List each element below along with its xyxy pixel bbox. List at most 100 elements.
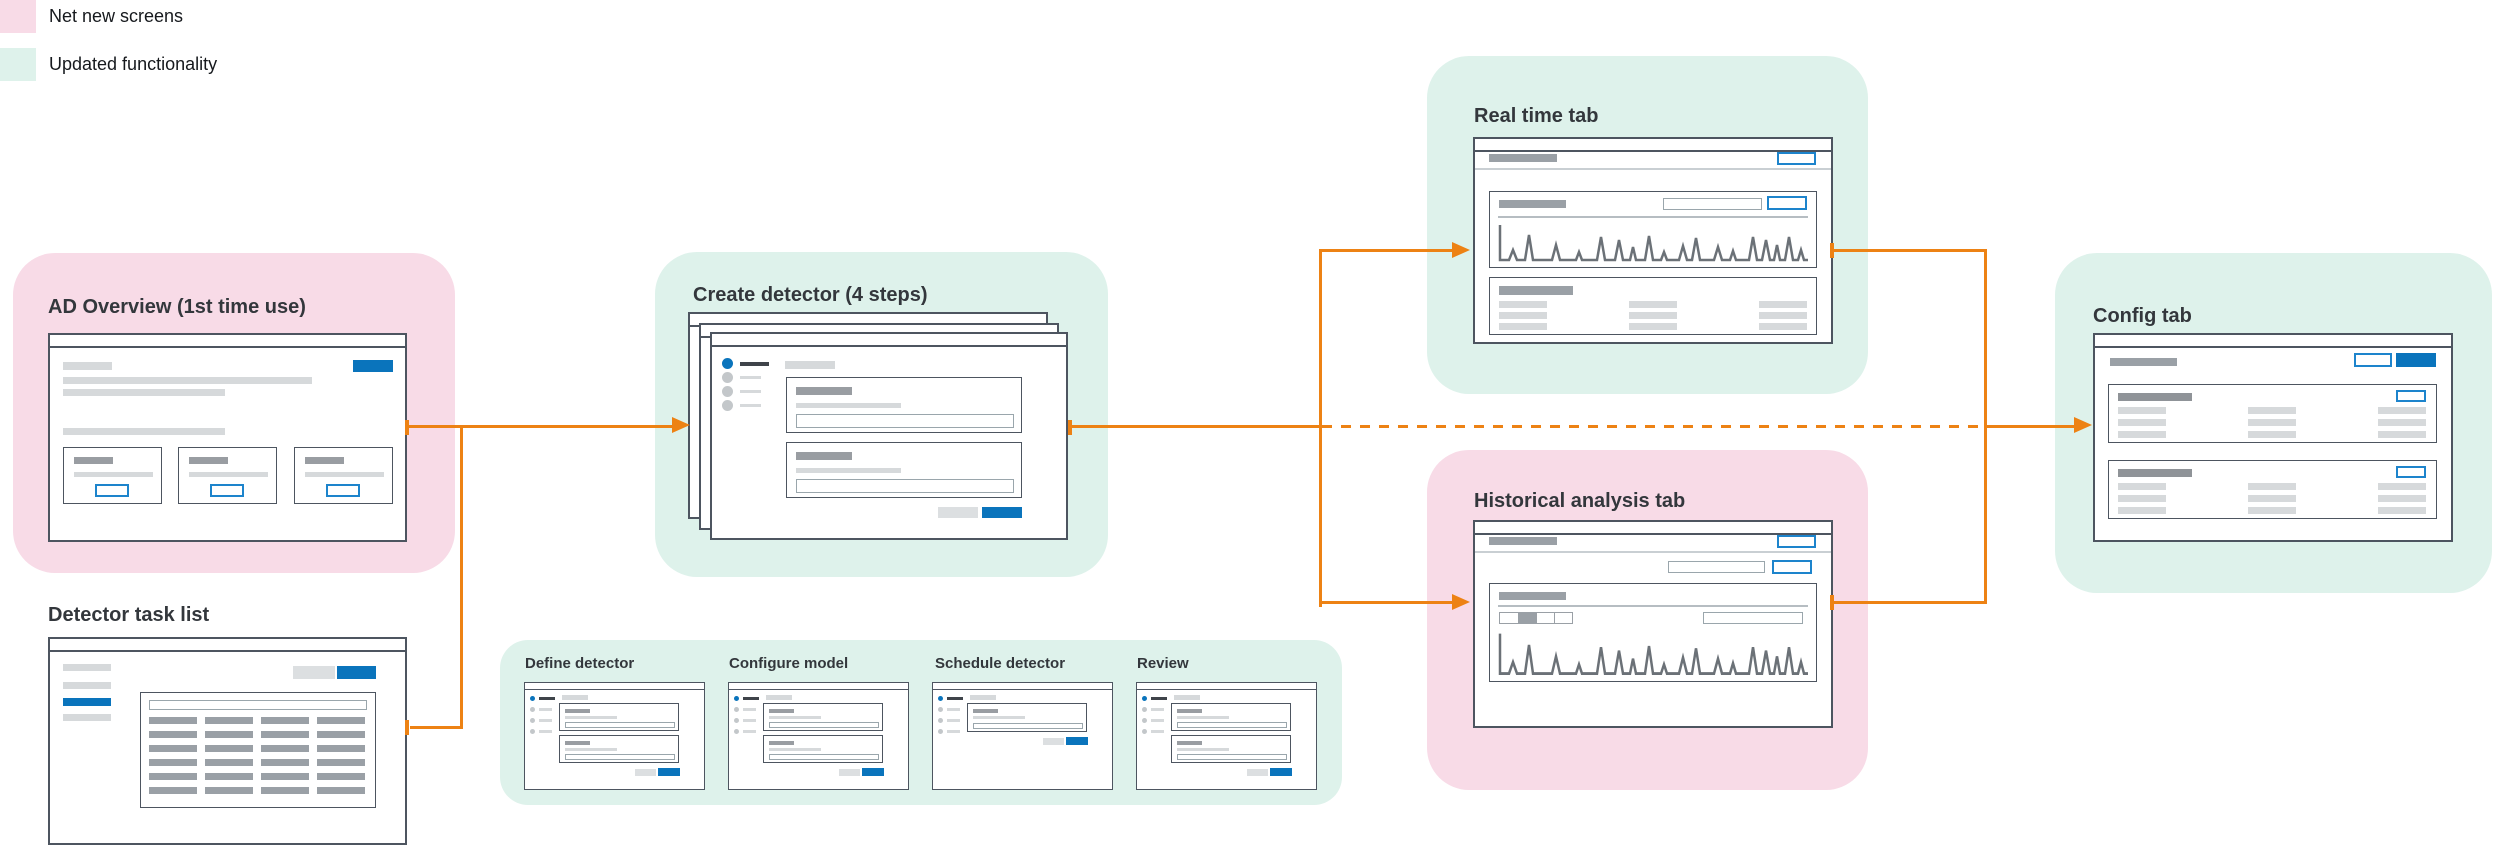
chart-panel xyxy=(1489,583,1817,682)
step-dot-icon xyxy=(722,358,733,369)
placeholder-bar xyxy=(1629,323,1677,330)
form-section-shape xyxy=(1171,703,1291,731)
segment-selected xyxy=(1518,613,1536,623)
wireframe-historical xyxy=(1473,520,1833,728)
placeholder-bar xyxy=(205,759,253,766)
placeholder-bar xyxy=(205,717,253,724)
placeholder-bar xyxy=(261,787,309,794)
placeholder-bar xyxy=(2118,495,2166,502)
card-shape xyxy=(63,447,162,504)
placeholder-bar xyxy=(970,695,996,700)
primary-button-shape xyxy=(353,360,393,372)
anomaly-chart xyxy=(1498,221,1810,263)
placeholder-bar xyxy=(1177,748,1229,751)
group-title-ad-overview: AD Overview (1st time use) xyxy=(48,296,306,318)
placeholder-bar xyxy=(261,745,309,752)
chart-panel xyxy=(1489,191,1817,268)
secondary-button-shape xyxy=(1777,152,1816,165)
primary-button-shape xyxy=(337,666,376,679)
input-field-shape xyxy=(565,722,675,728)
primary-button-shape xyxy=(2396,353,2436,367)
step-screen-title: Configure model xyxy=(729,655,849,672)
step-dot-icon xyxy=(938,696,943,701)
window-titlebar xyxy=(1475,139,1831,152)
form-section-shape xyxy=(559,703,679,731)
secondary-button-shape xyxy=(839,769,860,776)
placeholder-bar xyxy=(317,717,365,724)
window-titlebar xyxy=(729,683,908,690)
placeholder-bar xyxy=(1151,697,1167,700)
wireframe-review xyxy=(1136,682,1317,790)
step-item-active xyxy=(722,358,769,369)
placeholder-bar xyxy=(539,719,552,722)
sidebar-item-bar-active xyxy=(63,698,111,706)
arrowhead-icon xyxy=(1452,594,1470,610)
placeholder-bar xyxy=(740,361,769,366)
step-dot-icon xyxy=(722,400,733,411)
placeholder-bar xyxy=(1759,323,1807,330)
step-dot-icon xyxy=(530,707,535,712)
placeholder-bar xyxy=(1177,741,1202,745)
placeholder-bar xyxy=(796,403,901,408)
placeholder-bar xyxy=(205,773,253,780)
placeholder-bar xyxy=(740,376,761,379)
placeholder-bar xyxy=(2118,407,2166,414)
segment xyxy=(1500,613,1518,623)
arrowhead-icon xyxy=(672,417,690,433)
divider xyxy=(1475,168,1831,170)
form-section-shape xyxy=(967,703,1087,732)
placeholder-bar xyxy=(2118,469,2192,477)
placeholder-bar xyxy=(261,717,309,724)
placeholder-bar xyxy=(785,361,835,369)
wireframe-schedule-detector xyxy=(932,682,1113,790)
placeholder-bar xyxy=(261,731,309,738)
secondary-button-shape xyxy=(210,484,244,497)
step-dot-icon xyxy=(1142,718,1147,723)
step-dot-icon xyxy=(722,372,733,383)
step-dot-icon xyxy=(1142,729,1147,734)
segment xyxy=(1536,613,1554,623)
step-dot-icon xyxy=(734,729,739,734)
placeholder-bar xyxy=(769,748,821,751)
secondary-button-shape xyxy=(95,484,129,497)
segmented-control-shape xyxy=(1499,612,1573,624)
placeholder-bar xyxy=(74,457,113,464)
placeholder-bar xyxy=(149,759,197,766)
secondary-button-shape xyxy=(293,666,335,679)
step-screen-title: Review xyxy=(1137,655,1189,672)
placeholder-bar xyxy=(2118,393,2192,401)
placeholder-bar xyxy=(261,773,309,780)
wireframe-create-detector xyxy=(710,332,1068,540)
step-item xyxy=(530,707,555,712)
placeholder-bar xyxy=(796,452,852,460)
step-item xyxy=(1142,729,1167,734)
flow-connector-to-config xyxy=(1986,425,2074,428)
placeholder-bar xyxy=(317,745,365,752)
window-titlebar xyxy=(2095,335,2451,348)
input-field-shape xyxy=(796,479,1014,493)
placeholder-bar xyxy=(2248,419,2296,426)
window-titlebar xyxy=(933,683,1112,690)
step-item-active xyxy=(734,696,759,701)
stats-grid xyxy=(2118,407,2426,438)
placeholder-bar xyxy=(1629,312,1677,319)
step-item xyxy=(938,729,963,734)
placeholder-bar xyxy=(2118,419,2166,426)
placeholder-bar xyxy=(149,773,197,780)
wireframe-real-time xyxy=(1473,137,1833,344)
placeholder-bar xyxy=(2248,495,2296,502)
placeholder-bar xyxy=(189,457,228,464)
connector-endpoint xyxy=(405,420,409,435)
form-section-shape xyxy=(763,735,883,763)
placeholder-bar xyxy=(305,472,384,477)
placeholder-bar xyxy=(205,787,253,794)
stats-grid xyxy=(2118,483,2426,514)
wireframe-configure-model xyxy=(728,682,909,790)
step-item xyxy=(734,718,759,723)
primary-button-shape xyxy=(1066,737,1088,745)
placeholder-bar xyxy=(743,697,759,700)
placeholder-bar xyxy=(769,741,794,745)
placeholder-bar xyxy=(149,717,197,724)
wireframe-detector-task-list xyxy=(48,637,407,845)
